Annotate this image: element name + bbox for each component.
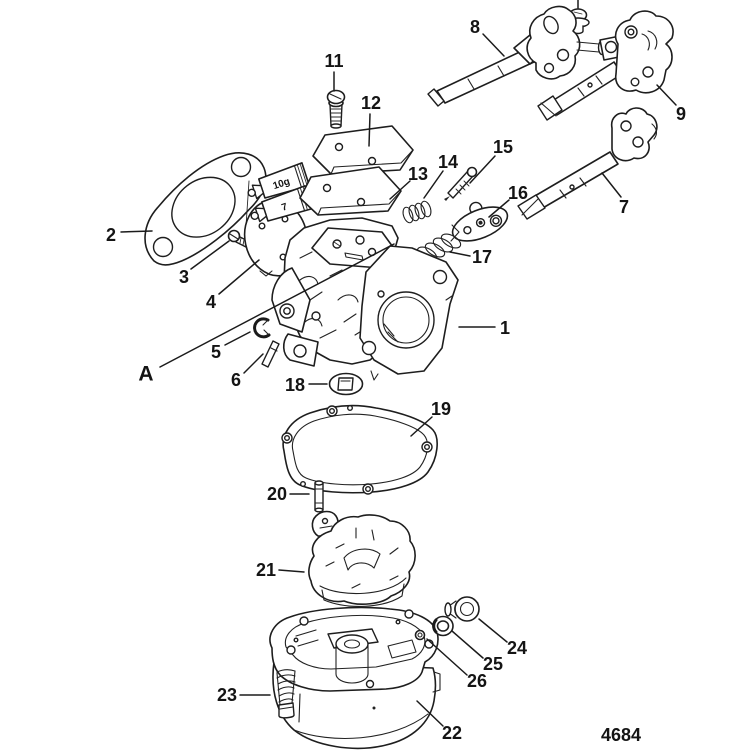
leader-line-4 [218,259,260,295]
callout-16: 16 [508,183,528,203]
part-19-bowl-gasket [281,404,438,495]
part-21-float [308,510,416,607]
part-5-e-clip [253,317,271,339]
leader-line-13 [389,180,411,200]
leader-line-6 [243,353,264,374]
leader-line-16 [488,199,510,218]
leader-line-26 [426,638,468,676]
leader-line-15 [469,155,496,184]
part-26-ball [414,629,426,641]
callout-20: 20 [267,484,287,504]
part-24-drain-plug [444,596,480,622]
callout-21: 21 [256,560,276,580]
part-2-mount-gasket [144,152,267,266]
part-7-choke-shaft [517,107,658,220]
callout-11: 11 [324,51,343,71]
leader-line-12 [368,113,371,147]
leader-line-2 [120,230,153,233]
part-9-cam-bracket [537,10,674,121]
tube-small-label: 7 [280,201,289,213]
callout-17: 17 [472,247,492,267]
leader-line-3 [190,240,230,270]
leader-line-A [159,243,395,368]
part-14-spring [402,200,432,224]
callout-15: 15 [493,137,513,157]
leader-line-17 [449,251,471,257]
leader-line-19 [410,416,433,437]
part-16-valve-seat [451,201,509,242]
part-20-pin [314,480,324,513]
callout-5: 5 [211,342,221,362]
part-8-throttle-lever [427,5,621,107]
leader-line-9 [656,84,677,106]
part-22-float-bowl [269,606,441,750]
callout-25: 25 [483,654,503,674]
callout-2: 2 [106,225,116,245]
callout-6: 6 [231,370,241,390]
callout-22: 22 [442,723,462,743]
callout-9: 9 [676,104,686,124]
part-1-carburetor-body [271,217,459,381]
callout-19: 19 [431,399,451,419]
part-18-plug [328,372,364,396]
leader-line-7 [601,172,622,198]
callout-1: 1 [500,318,510,338]
callout-3: 3 [179,267,189,287]
callout-18: 18 [285,375,305,395]
callout-14: 14 [438,152,458,172]
leader-line-21 [278,569,305,573]
callouts-layer: A123456789111213141516171819202122232425… [106,17,686,743]
callout-13: 13 [408,164,428,184]
callout-24: 24 [507,638,527,658]
leader-line-25 [451,630,484,659]
part-13-plate [299,166,402,216]
callout-4: 4 [206,292,216,312]
leader-line-14 [423,170,444,199]
part-11-screw [326,89,346,129]
figure-number: 4684 [601,725,641,745]
leader-line-8 [482,33,505,57]
callout-8: 8 [470,17,480,37]
part-12-plate [312,125,414,175]
leader-line-24 [478,618,508,643]
part-15-needle-screw [444,166,478,201]
callout-12: 12 [361,93,381,113]
part-25-washer [432,615,454,637]
callout-23: 23 [217,685,237,705]
tube-large-label: 10g [272,176,292,192]
part-23-bowl-screw [276,669,296,719]
leader-line-22 [416,700,444,727]
callout-A: A [138,363,153,386]
callout-7: 7 [619,197,629,217]
leader-line-5 [224,331,251,346]
part-6-pin [261,340,280,368]
callout-26: 26 [467,671,487,691]
